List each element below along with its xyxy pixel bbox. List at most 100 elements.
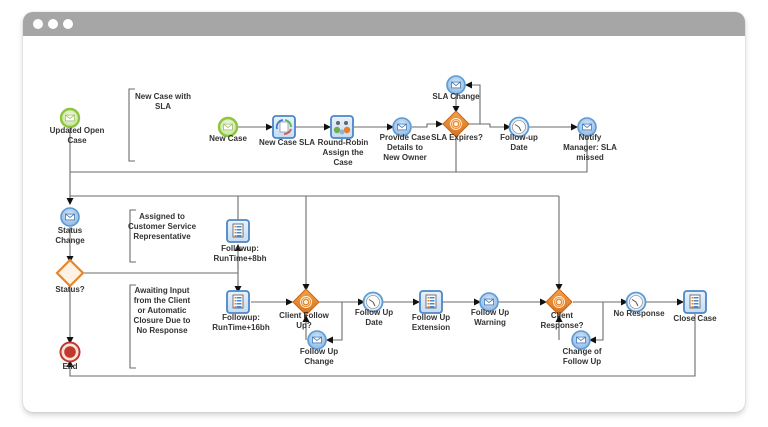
window-control-dot[interactable] — [33, 19, 43, 29]
node-label: No Response — [613, 309, 665, 318]
node-label: Status — [58, 226, 83, 235]
node-no-response[interactable]: No Response — [613, 291, 665, 319]
node-label: Up? — [296, 321, 312, 330]
node-label: RunTime+8bh — [214, 254, 267, 263]
node-label: Updated Open — [50, 126, 105, 135]
node-sla-change[interactable]: SLA Change — [432, 75, 480, 101]
node-label: Follow Up — [412, 313, 450, 322]
gateway-diamond — [55, 258, 85, 288]
list-bullet — [427, 297, 429, 299]
annotation-line: Representative — [133, 232, 191, 241]
node-followup-16bh[interactable]: Followup:RunTime+16bh — [212, 290, 270, 332]
list-line — [429, 297, 435, 299]
node-label: Follow-up — [500, 133, 538, 142]
list-line — [236, 303, 242, 305]
node-label: Follow Up — [563, 357, 601, 366]
node-sla-expires[interactable]: SLA Expires? — [431, 110, 483, 142]
event-based-icon — [553, 296, 565, 308]
node-label: New Case — [209, 134, 247, 143]
annotation-text-new-case-sla: New Case with SLA — [135, 92, 191, 111]
clock-hands — [514, 124, 522, 132]
node-label: Change of — [562, 347, 601, 356]
list-bullet — [234, 232, 236, 234]
pentagon-icon — [303, 299, 309, 304]
node-label: Case — [67, 136, 87, 145]
envelope-flap — [397, 123, 407, 128]
list-bullet — [427, 303, 429, 305]
refresh-arc-blue — [275, 119, 284, 130]
annotation-bracket-new-case-sla — [128, 88, 135, 162]
annotation-line: Customer Service — [128, 222, 197, 231]
flow-notify-to-loop — [456, 134, 588, 173]
envelope-flap — [451, 81, 461, 86]
node-label: Followup: — [222, 313, 260, 322]
node-label: Warning — [474, 318, 506, 327]
node-label: missed — [576, 153, 604, 162]
node-followup-8bh[interactable]: Followup:RunTime+8bh — [214, 219, 267, 263]
list-bullet — [691, 303, 693, 305]
node-close-case[interactable]: Close Case — [673, 290, 717, 323]
list-bullet — [234, 303, 236, 305]
node-status-gateway[interactable]: Status? — [55, 258, 85, 294]
browser-window — [23, 12, 745, 412]
node-label: Close Case — [673, 314, 717, 323]
node-new-case-sla[interactable]: New Case SLA — [259, 115, 315, 147]
envelope-flap — [312, 336, 322, 341]
event-based-icon — [300, 296, 312, 308]
list-line — [236, 232, 242, 234]
event-based-icon-inner — [554, 297, 564, 307]
node-label: SLA Expires? — [431, 133, 483, 142]
annotation-bracket-assigned-csr — [129, 209, 136, 263]
flow-expires-to-slachange — [465, 81, 481, 124]
list-line — [429, 306, 435, 308]
flow-branch-to-fuchange — [326, 302, 343, 344]
list-bullet — [234, 306, 236, 308]
node-end[interactable]: End — [59, 341, 81, 372]
node-label: Manager: SLA — [563, 143, 617, 152]
node-label: Follow Up — [355, 308, 393, 317]
node-label: Notify — [579, 133, 602, 142]
node-label: Extension — [412, 323, 450, 332]
pentagon-icon — [556, 299, 562, 304]
list-line — [236, 226, 242, 228]
orange-arrow-icon — [343, 126, 351, 134]
annotation-line: Assigned to — [139, 212, 185, 221]
refresh-arc-red — [283, 128, 292, 135]
flow-expires-to-followup-date — [468, 123, 511, 131]
event-based-icon — [450, 118, 462, 130]
list-line — [693, 297, 699, 299]
node-label: Change — [55, 236, 85, 245]
node-label: Follow Up — [471, 308, 509, 317]
list-line — [236, 306, 242, 308]
node-label: New Case SLA — [259, 138, 315, 147]
window-control-dot[interactable] — [63, 19, 73, 29]
node-label: RunTime+16bh — [212, 323, 270, 332]
blue-person-icon — [339, 129, 345, 135]
list-line — [236, 235, 242, 237]
clock-hands — [368, 299, 376, 307]
list-line — [429, 303, 435, 305]
list-bullet — [427, 306, 429, 308]
window-control-dot[interactable] — [48, 19, 58, 29]
node-new-case[interactable]: New Case — [209, 116, 247, 143]
node-label: Client — [551, 311, 574, 320]
annotation-text-awaiting-input: Awaiting Input from the Client or Automa… — [134, 286, 191, 335]
list-line — [236, 229, 242, 231]
list-bullet — [234, 226, 236, 228]
annotation-line: or Automatic — [137, 306, 187, 315]
